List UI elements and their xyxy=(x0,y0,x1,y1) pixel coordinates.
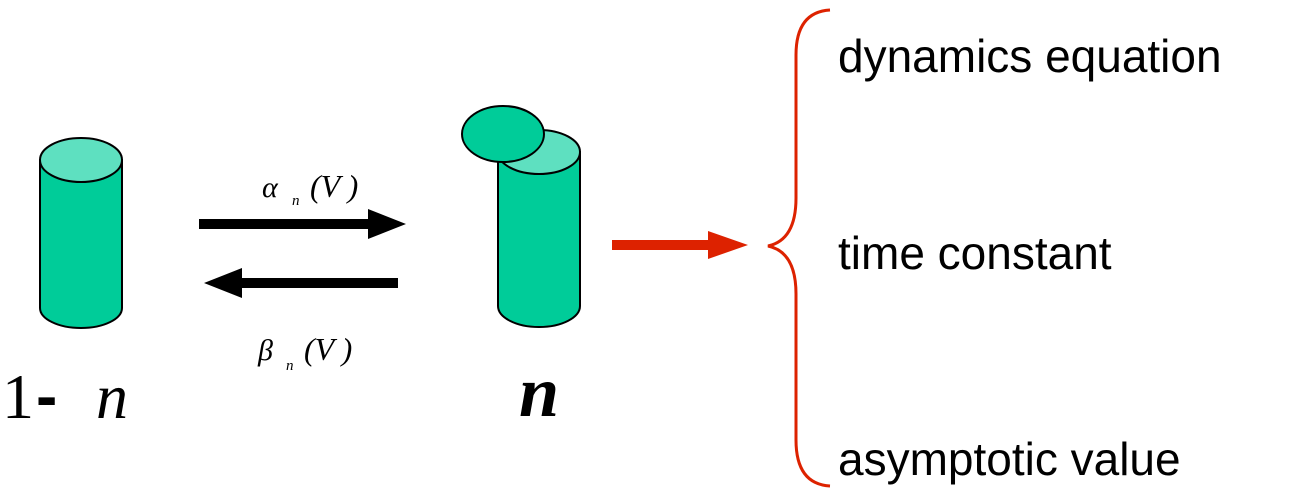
property-asymptotic-value: asymptotic value xyxy=(838,433,1181,485)
closed-state-label: 1 xyxy=(2,361,34,432)
reverse-arrow-beta xyxy=(204,268,398,298)
alpha-rate-label: α n (V ) xyxy=(262,168,358,209)
open-cylinder-lid xyxy=(461,105,545,163)
open-channel-cylinder xyxy=(461,105,581,328)
property-dynamics-equation: dynamics equation xyxy=(838,30,1222,82)
closed-channel-cylinder xyxy=(39,137,123,329)
closed-cylinder-top xyxy=(39,137,123,183)
curly-brace xyxy=(767,8,831,488)
result-arrow xyxy=(612,231,748,259)
closed-state-variable: n xyxy=(96,361,128,432)
forward-arrow-alpha xyxy=(199,209,406,239)
open-state-label: n xyxy=(519,352,559,432)
beta-rate-label: β n (V ) xyxy=(257,331,352,374)
result-arrow-head xyxy=(708,231,748,259)
open-cylinder-body xyxy=(497,151,581,328)
closed-state-minus: - xyxy=(36,360,57,432)
closed-cylinder-body xyxy=(39,159,123,329)
property-time-constant: time constant xyxy=(838,227,1112,279)
